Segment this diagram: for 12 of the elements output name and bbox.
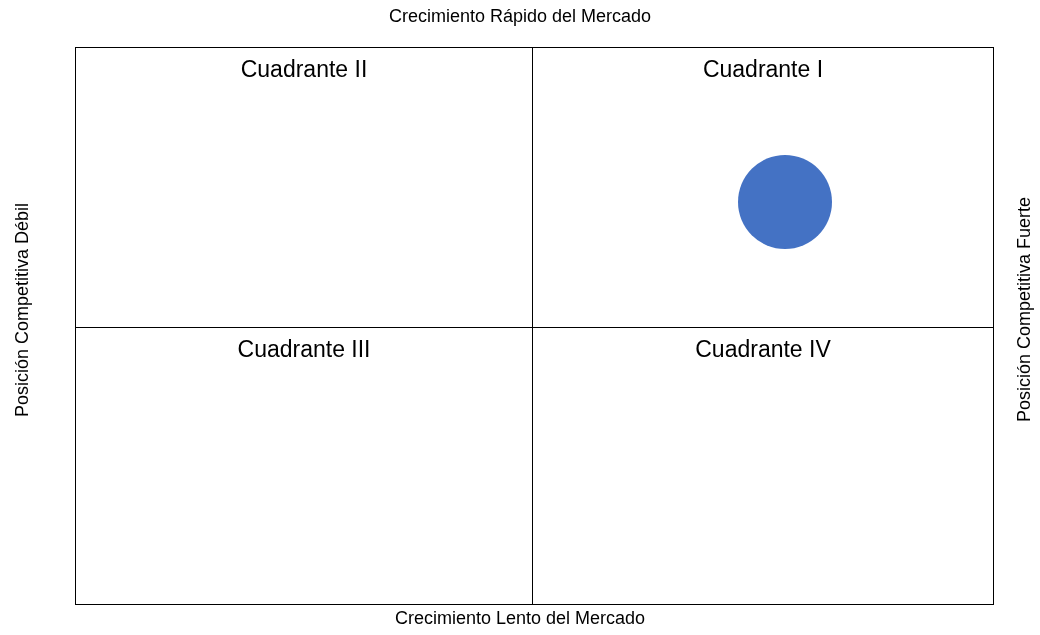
- axis-label: Posición Competitiva Débil: [12, 202, 33, 418]
- quadrant-title: Cuadrante II: [240, 56, 368, 83]
- axis-label: Posición Competitiva Fuerte: [1014, 197, 1035, 423]
- quadrant-box: [75, 47, 533, 328]
- quadrant-title: Cuadrante III: [237, 336, 371, 363]
- quadrant-box: [532, 47, 994, 328]
- quadrant-box: [532, 327, 994, 605]
- axis-label: Crecimiento Rápido del Mercado: [388, 6, 652, 27]
- quadrant-box: [75, 327, 533, 605]
- quadrant-title: Cuadrante IV: [695, 336, 831, 363]
- axis-label: Crecimiento Lento del Mercado: [394, 608, 646, 629]
- quadrant-title: Cuadrante I: [702, 56, 824, 83]
